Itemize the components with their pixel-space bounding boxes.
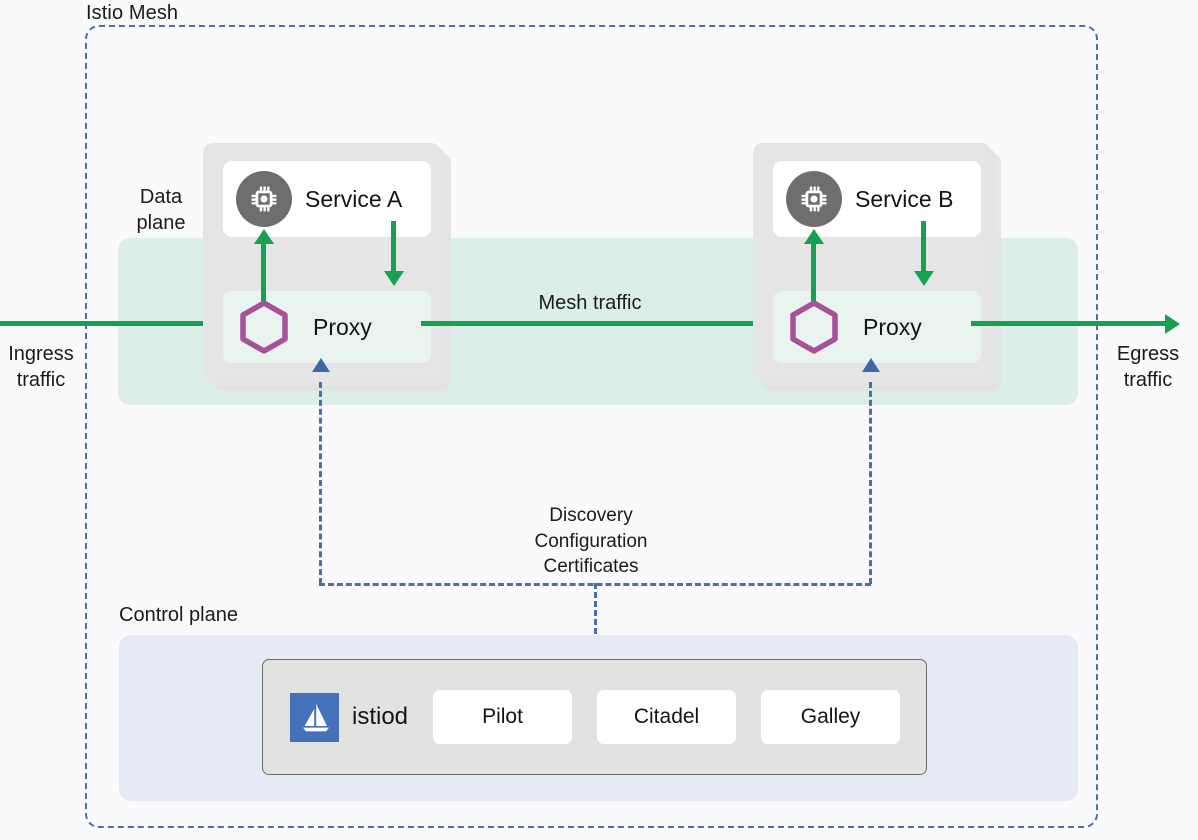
- service-b-to-proxy-b-line: [921, 221, 926, 277]
- proxy-b-to-service-b-line: [811, 243, 816, 301]
- connector-label-line2: Configuration: [534, 530, 648, 552]
- service-a-to-proxy-a-line: [391, 221, 396, 277]
- egress-traffic-arrowhead: [1165, 313, 1180, 334]
- ingress-label-line1: Ingress: [8, 343, 74, 365]
- control-plane-label: Control plane: [119, 604, 238, 626]
- mesh-traffic-line: [421, 321, 766, 326]
- control-to-proxy-b-arrowhead: [861, 358, 880, 372]
- istio-sailboat-icon: [290, 692, 339, 742]
- connector-label-line1: Discovery: [549, 505, 633, 526]
- egress-label-line2: traffic: [1123, 369, 1173, 391]
- proxy-b-card[interactable]: Proxy: [773, 291, 981, 363]
- service-a-card[interactable]: Service A: [223, 161, 431, 237]
- istio-mesh-title: Istio Mesh: [86, 2, 179, 24]
- istiod-to-bus-dashed-line: [594, 583, 597, 661]
- data-plane-label-line2: plane: [136, 212, 186, 234]
- control-plane-connector-label: Discovery Configuration Certificates: [503, 503, 679, 580]
- istiod-label: istiod: [352, 703, 409, 730]
- egress-traffic-label: Egress traffic: [1106, 341, 1190, 393]
- egress-traffic-line: [971, 321, 1168, 326]
- proxy-b-label: Proxy: [863, 313, 922, 340]
- hexagon-icon: [787, 299, 841, 355]
- proxy-a-card[interactable]: Proxy: [223, 291, 431, 363]
- istio-mesh-boundary: [85, 25, 1098, 828]
- istiod-component-galley[interactable]: Galley: [761, 690, 901, 744]
- service-b-to-proxy-b-arrowhead: [913, 271, 934, 286]
- control-to-proxy-b-dashed-line: [869, 382, 872, 584]
- proxy-b-to-service-b-arrowhead: [803, 229, 824, 244]
- proxy-a-to-service-a-arrowhead: [253, 229, 274, 244]
- service-b-label: Service B: [855, 185, 954, 212]
- control-to-proxy-a-dashed-line: [319, 382, 322, 584]
- istiod-component-pilot[interactable]: Pilot: [433, 690, 573, 744]
- connector-label-line3: Certificates: [543, 556, 639, 577]
- service-a-label: Service A: [305, 185, 403, 212]
- istiod-component-citadel[interactable]: Citadel: [597, 690, 737, 744]
- control-to-proxy-a-arrowhead: [311, 358, 330, 372]
- data-plane-label-line1: Data: [139, 186, 183, 208]
- pod-b: Service B Proxy: [753, 143, 1001, 391]
- pod-a: Service A Proxy: [203, 143, 451, 391]
- egress-label-line1: Egress: [1116, 343, 1180, 365]
- istiod-box[interactable]: istiod Pilot Citadel Galley: [262, 659, 927, 775]
- data-plane-label: Data plane: [118, 184, 204, 236]
- cpu-chip-icon: [786, 171, 842, 227]
- proxy-a-label: Proxy: [313, 313, 372, 340]
- ingress-traffic-label: Ingress traffic: [2, 341, 80, 393]
- mesh-traffic-label: Mesh traffic: [538, 292, 642, 314]
- ingress-traffic-line: [0, 321, 215, 326]
- cpu-chip-icon: [236, 171, 292, 227]
- hexagon-icon: [237, 299, 291, 355]
- service-a-to-proxy-a-arrowhead: [383, 271, 404, 286]
- proxy-a-to-service-a-line: [261, 243, 266, 301]
- service-b-card[interactable]: Service B: [773, 161, 981, 237]
- ingress-label-line2: traffic: [16, 369, 66, 391]
